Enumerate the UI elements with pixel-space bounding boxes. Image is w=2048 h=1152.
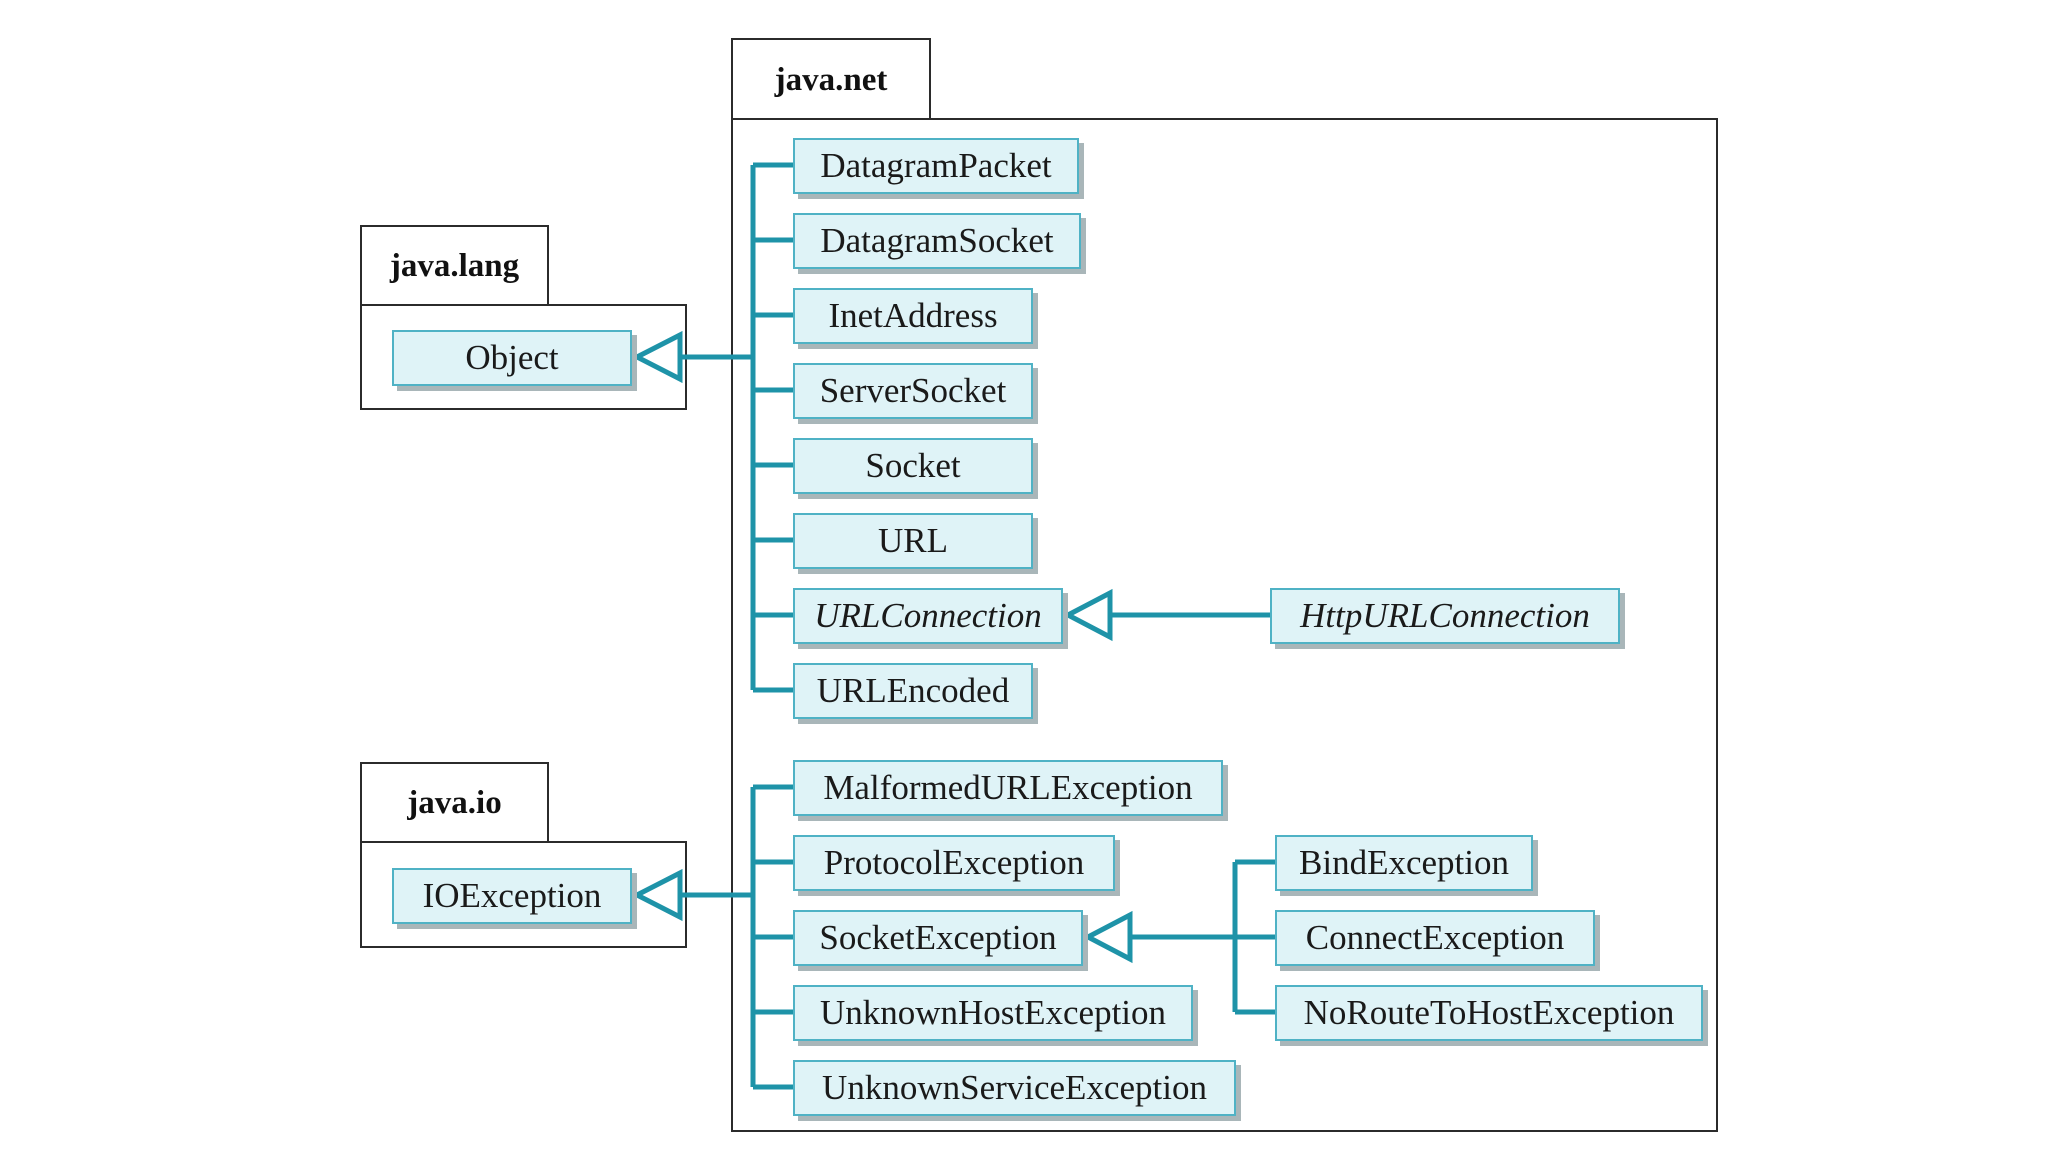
- class-datagramsocket[interactable]: DatagramSocket: [793, 213, 1081, 269]
- class-label-malformedurlexception: MalformedURLException: [823, 768, 1193, 807]
- class-malformedurlexception[interactable]: MalformedURLException: [793, 760, 1223, 816]
- class-label-connectexception: ConnectException: [1305, 918, 1565, 957]
- class-label-httpurlconnection: HttpURLConnection: [1300, 596, 1590, 635]
- class-unknownhostexception[interactable]: UnknownHostException: [793, 985, 1193, 1041]
- class-socket[interactable]: Socket: [793, 438, 1033, 494]
- class-noroutetohostexception[interactable]: NoRouteToHostException: [1275, 985, 1703, 1041]
- package-label-java-io: java.io: [407, 785, 502, 821]
- class-bindexception[interactable]: BindException: [1275, 835, 1533, 891]
- class-httpurlconnection[interactable]: HttpURLConnection: [1270, 588, 1620, 644]
- class-url[interactable]: URL: [793, 513, 1033, 569]
- class-inetaddress[interactable]: InetAddress: [793, 288, 1033, 344]
- package-tab-java-io: java.io: [360, 762, 549, 843]
- package-tab-java-lang: java.lang: [360, 225, 549, 306]
- package-label-java-net: java.net: [774, 61, 888, 98]
- class-label-socketexception: SocketException: [819, 918, 1057, 957]
- class-label-noroutetohostexception: NoRouteToHostException: [1303, 993, 1675, 1032]
- class-urlencoded[interactable]: URLEncoded: [793, 663, 1033, 719]
- class-label-socket: Socket: [865, 446, 961, 485]
- class-label-serversocket: ServerSocket: [819, 371, 1007, 410]
- class-urlconnection[interactable]: URLConnection: [793, 588, 1063, 644]
- class-label-unknownserviceexception: UnknownServiceException: [822, 1068, 1207, 1107]
- class-label-url: URL: [878, 521, 948, 560]
- class-label-ioexception: IOException: [422, 876, 602, 915]
- package-label-java-lang: java.lang: [389, 248, 520, 284]
- class-ioexception[interactable]: IOException: [392, 868, 632, 924]
- class-label-datagramsocket: DatagramSocket: [820, 221, 1054, 260]
- class-label-unknownhostexception: UnknownHostException: [819, 993, 1167, 1032]
- class-object[interactable]: Object: [392, 330, 632, 386]
- class-label-bindexception: BindException: [1299, 843, 1509, 882]
- class-label-datagrampacket: DatagramPacket: [820, 146, 1052, 185]
- class-protocolexception[interactable]: ProtocolException: [793, 835, 1115, 891]
- class-serversocket[interactable]: ServerSocket: [793, 363, 1033, 419]
- class-label-inetaddress: InetAddress: [828, 296, 998, 335]
- class-datagrampacket[interactable]: DatagramPacket: [793, 138, 1079, 194]
- class-label-urlencoded: URLEncoded: [816, 671, 1010, 710]
- class-label-urlconnection: URLConnection: [814, 596, 1042, 635]
- class-label-protocolexception: ProtocolException: [823, 843, 1085, 882]
- class-connectexception[interactable]: ConnectException: [1275, 910, 1595, 966]
- package-tab-java-net: java.net: [731, 38, 931, 120]
- class-label-object: Object: [465, 338, 559, 377]
- class-socketexception[interactable]: SocketException: [793, 910, 1083, 966]
- class-unknownserviceexception[interactable]: UnknownServiceException: [793, 1060, 1236, 1116]
